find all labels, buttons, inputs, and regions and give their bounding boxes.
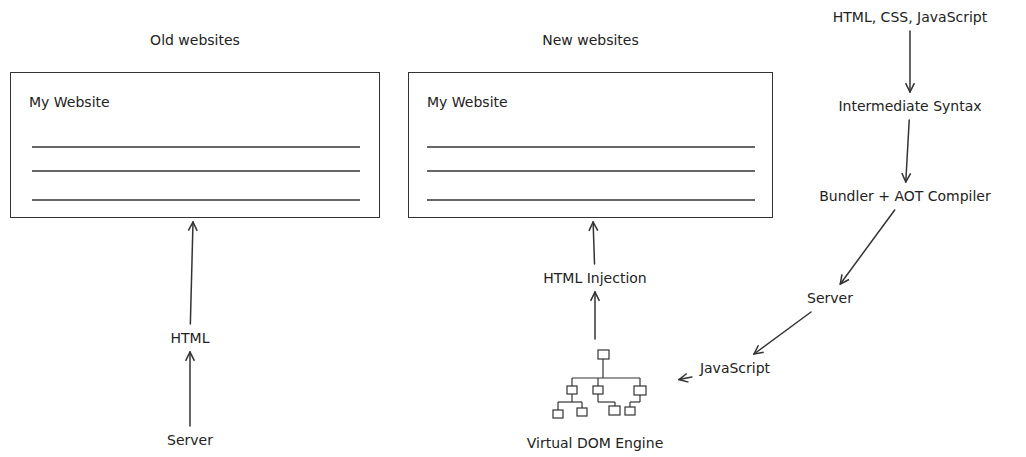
text-node: HTML Injection bbox=[539, 268, 650, 288]
node-text: HTML bbox=[171, 330, 210, 346]
website-box: New websitesMy Website bbox=[408, 72, 773, 218]
website-box: Old websitesMy Website bbox=[10, 72, 380, 218]
arrow-connector bbox=[594, 292, 596, 339]
arrow-connector bbox=[909, 31, 911, 92]
node-text: Virtual DOM Engine bbox=[515, 435, 675, 451]
box-heading: New websites bbox=[409, 32, 772, 48]
arrow-connector bbox=[754, 312, 811, 354]
text-node: HTML, CSS, JavaScript bbox=[829, 7, 992, 27]
engine-node: Virtual DOM Engine bbox=[515, 343, 675, 451]
arrow-connector bbox=[189, 352, 191, 426]
node-text: My Website bbox=[427, 94, 508, 110]
text-node: Bundler + AOT Compiler bbox=[815, 186, 995, 206]
arrow-connector bbox=[593, 222, 594, 264]
arrow-connector bbox=[840, 210, 894, 284]
node-text: Server bbox=[167, 432, 213, 448]
arrow-connector bbox=[906, 120, 909, 182]
box-heading: Old websites bbox=[11, 32, 379, 48]
node-text: HTML Injection bbox=[543, 270, 646, 286]
node-text: JavaScript bbox=[700, 360, 770, 376]
text-node: JavaScript bbox=[696, 358, 774, 378]
node-text: My Website bbox=[29, 94, 110, 110]
text-node: Server bbox=[163, 430, 217, 450]
text-node: Server bbox=[803, 288, 857, 308]
node-text: Bundler + AOT Compiler bbox=[819, 188, 991, 204]
text-node: Intermediate Syntax bbox=[834, 96, 985, 116]
arrow-connector bbox=[190, 222, 193, 324]
text-lines bbox=[32, 147, 755, 200]
tree-illustration bbox=[553, 350, 646, 418]
arrow-connector bbox=[679, 377, 692, 380]
node-text: Intermediate Syntax bbox=[838, 98, 981, 114]
node-text: HTML, CSS, JavaScript bbox=[833, 9, 988, 25]
text-node: HTML bbox=[167, 328, 214, 348]
node-text: Server bbox=[807, 290, 853, 306]
